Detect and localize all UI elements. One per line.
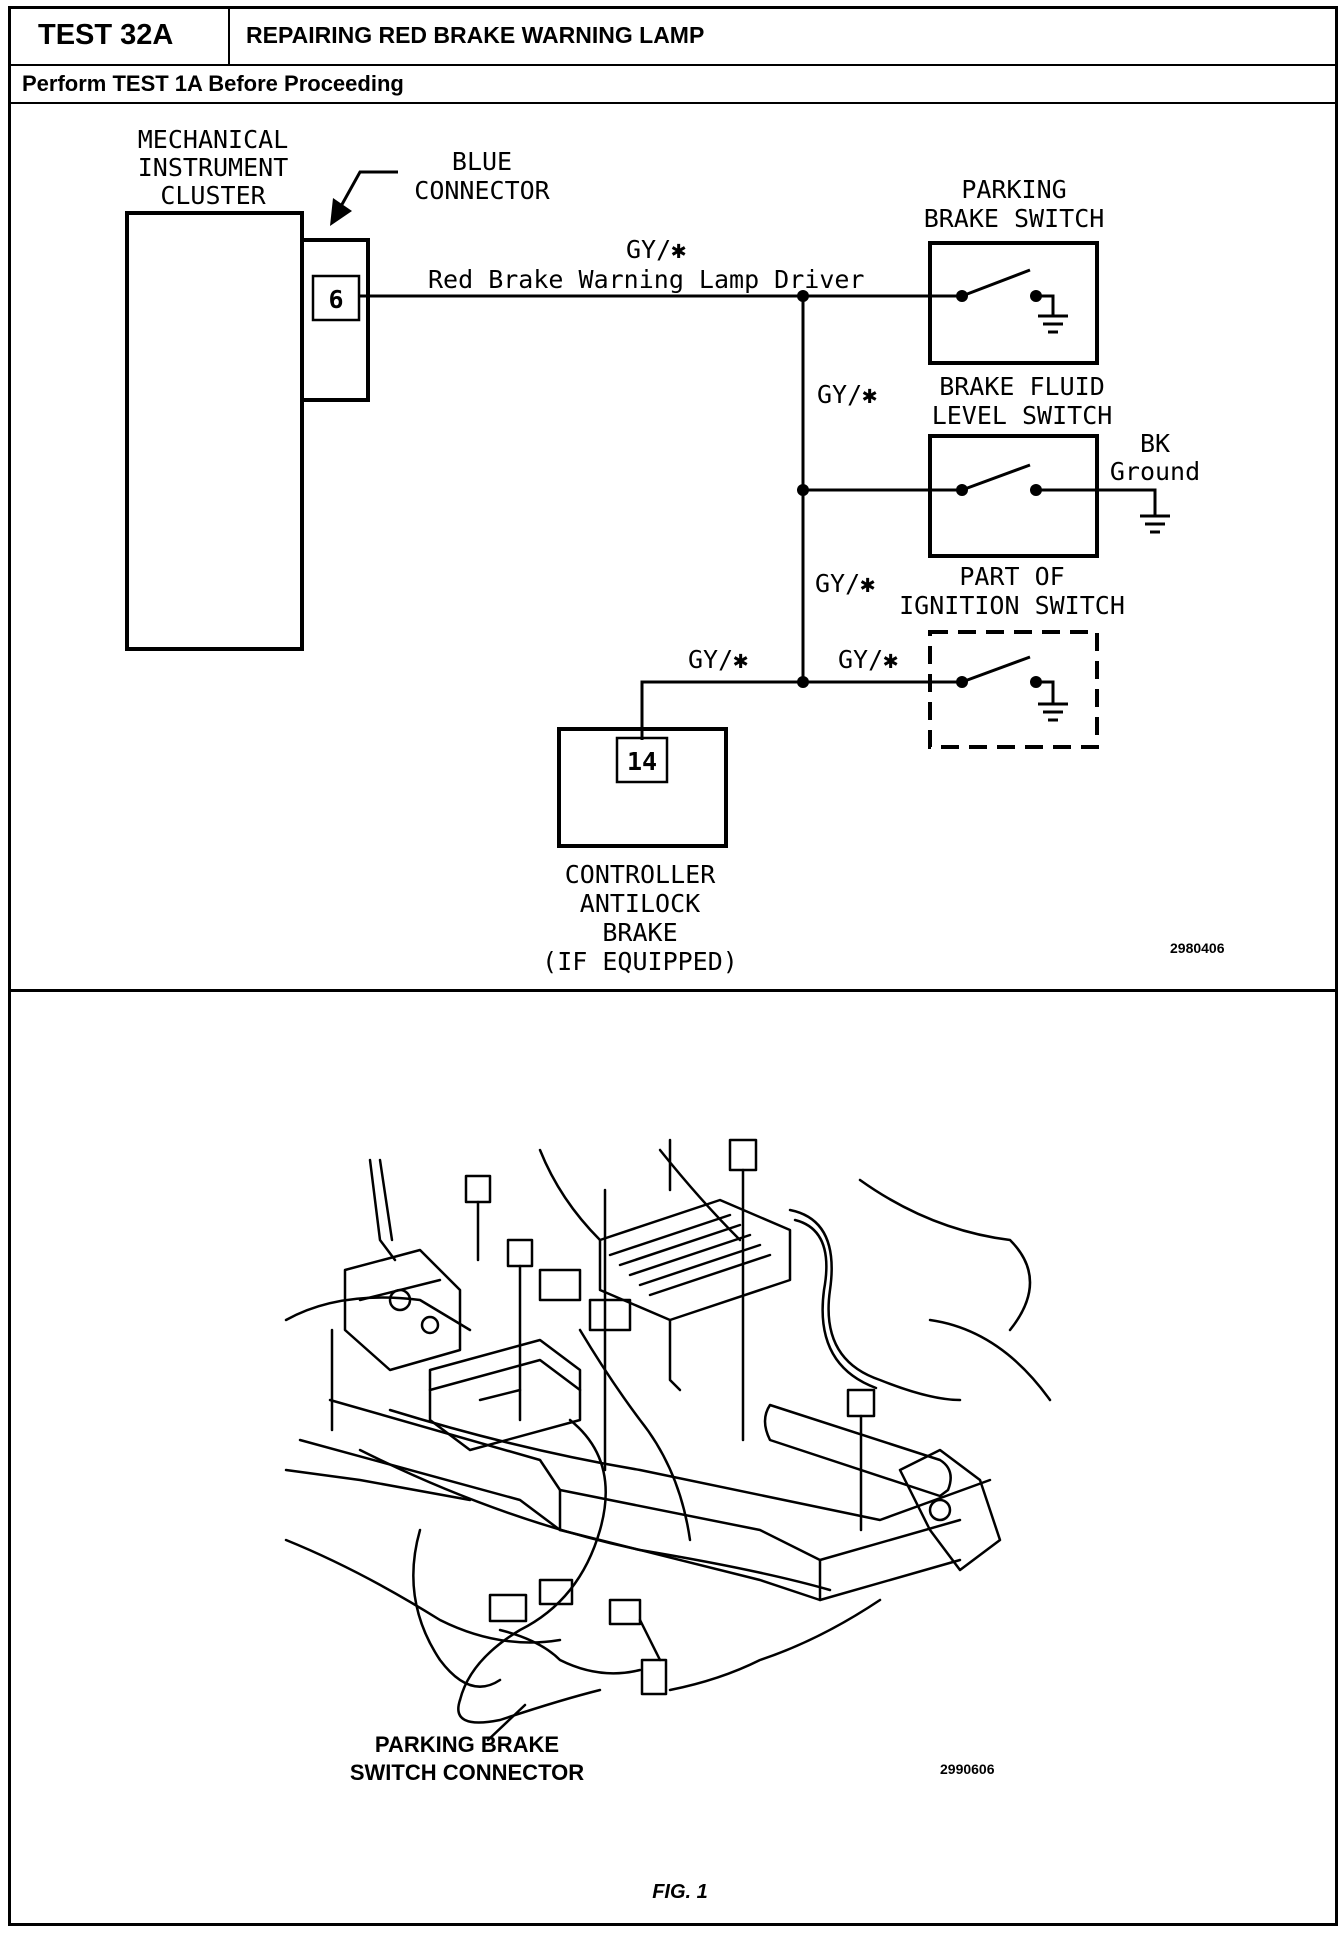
cluster-label-line: MECHANICAL — [138, 125, 289, 154]
wire-color-label: GY/✱ — [815, 569, 875, 598]
ignition-label-line: IGNITION SWITCH — [899, 591, 1125, 620]
wiring-harness — [458, 1418, 607, 1702]
prerequisite-note: Perform TEST 1A Before Proceeding — [8, 66, 1338, 104]
connector-label-line: CONNECTOR — [414, 176, 550, 205]
bracket — [343, 1248, 462, 1372]
junction-dot — [797, 290, 809, 302]
figure-caption: FIG. 1 — [652, 1881, 708, 1903]
wiring-harness — [498, 1628, 642, 1675]
ground-label-line: BK — [1140, 429, 1170, 458]
switch-contact — [1030, 676, 1042, 688]
schematic-code: 2980406 — [1170, 940, 1225, 956]
cluster-pin-box — [311, 274, 361, 322]
test-header: TEST 32A REPAIRING RED BRAKE WARNING LAM… — [8, 6, 1338, 66]
illustration-code: 2990606 — [940, 1761, 995, 1777]
wire-color-label: GY/✱ — [688, 645, 748, 674]
wiring-schematic: MECHANICAL INSTRUMENT CLUSTER BLUE CONNE… — [125, 125, 1225, 976]
test-title: REPAIRING RED BRAKE WARNING LAMP — [246, 21, 705, 48]
switch-contact — [956, 290, 968, 302]
abs-pin-number: 14 — [627, 747, 657, 776]
parking-switch-label-line: BRAKE SWITCH — [924, 204, 1105, 233]
abs-label-line: ANTILOCK — [580, 889, 700, 918]
abs-label-line: BRAKE — [602, 918, 677, 947]
callout-label-line: SWITCH CONNECTOR — [350, 1760, 584, 1785]
harness-connector — [538, 1268, 582, 1302]
fluid-switch-label-line: BRAKE FLUID — [939, 372, 1105, 401]
abs-label-line: CONTROLLER — [565, 860, 716, 889]
bolt — [846, 1388, 876, 1418]
cross-tube — [763, 1403, 952, 1498]
switch-contact — [956, 676, 968, 688]
wiring-harness — [638, 1618, 662, 1662]
cluster-label-line: INSTRUMENT — [138, 153, 289, 182]
junction-dot — [797, 676, 809, 688]
bolt — [728, 1138, 758, 1172]
parking-brake-switch-box — [928, 241, 1099, 365]
wire-color-label: GY/✱ — [626, 235, 686, 264]
driver-circuit-label: Red Brake Warning Lamp Driver — [428, 265, 865, 294]
control-module — [428, 1338, 582, 1452]
ground-symbol-icon — [1140, 514, 1170, 534]
abs-pin-box — [615, 736, 669, 784]
abs-label-line: (IF EQUIPPED) — [542, 947, 738, 976]
bolt — [506, 1238, 534, 1268]
harness-connector — [608, 1598, 642, 1626]
ignition-label-line: PART OF — [959, 562, 1064, 591]
callout-label-line: PARKING BRAKE — [375, 1732, 559, 1757]
connector-label-line: BLUE — [452, 147, 512, 176]
switch-contact — [1030, 290, 1042, 302]
wiring-harness — [788, 1208, 962, 1402]
harness-connector — [488, 1593, 528, 1623]
wire-color-label: GY/✱ — [817, 380, 877, 409]
ignition-switch-box — [928, 630, 1099, 749]
switch-contact — [1030, 484, 1042, 496]
wire-color-label: GY/✱ — [838, 645, 898, 674]
instrument-cluster-box — [125, 211, 304, 651]
switch-contact — [956, 484, 968, 496]
ground-label-line: Ground — [1110, 457, 1200, 486]
callout-leader — [486, 1703, 527, 1742]
cluster-pin-number: 6 — [328, 285, 343, 314]
brake-fluid-switch-box — [928, 434, 1099, 558]
frame-rail — [298, 1438, 962, 1602]
ground-symbol-icon — [1038, 702, 1068, 722]
fluid-switch-label-line: LEVEL SWITCH — [932, 401, 1113, 430]
section-divider — [8, 989, 1338, 992]
connector-arrow-icon — [330, 198, 352, 226]
parking-switch-label-line: PARKING — [961, 175, 1066, 204]
blue-connector-box — [300, 238, 370, 402]
cluster-label-line: CLUSTER — [160, 181, 266, 210]
frame-rail — [328, 1398, 962, 1562]
ground-symbol-icon — [1038, 314, 1068, 334]
harness-connector — [640, 1658, 668, 1696]
junction-dot — [797, 484, 809, 496]
wire-to-abs — [640, 680, 803, 740]
abs-controller-box — [557, 727, 728, 848]
relay-block — [598, 1198, 792, 1322]
bolt — [464, 1174, 492, 1204]
test-id: TEST 32A — [8, 6, 230, 64]
harness-connector — [588, 1298, 632, 1332]
page-frame — [8, 6, 1338, 1926]
